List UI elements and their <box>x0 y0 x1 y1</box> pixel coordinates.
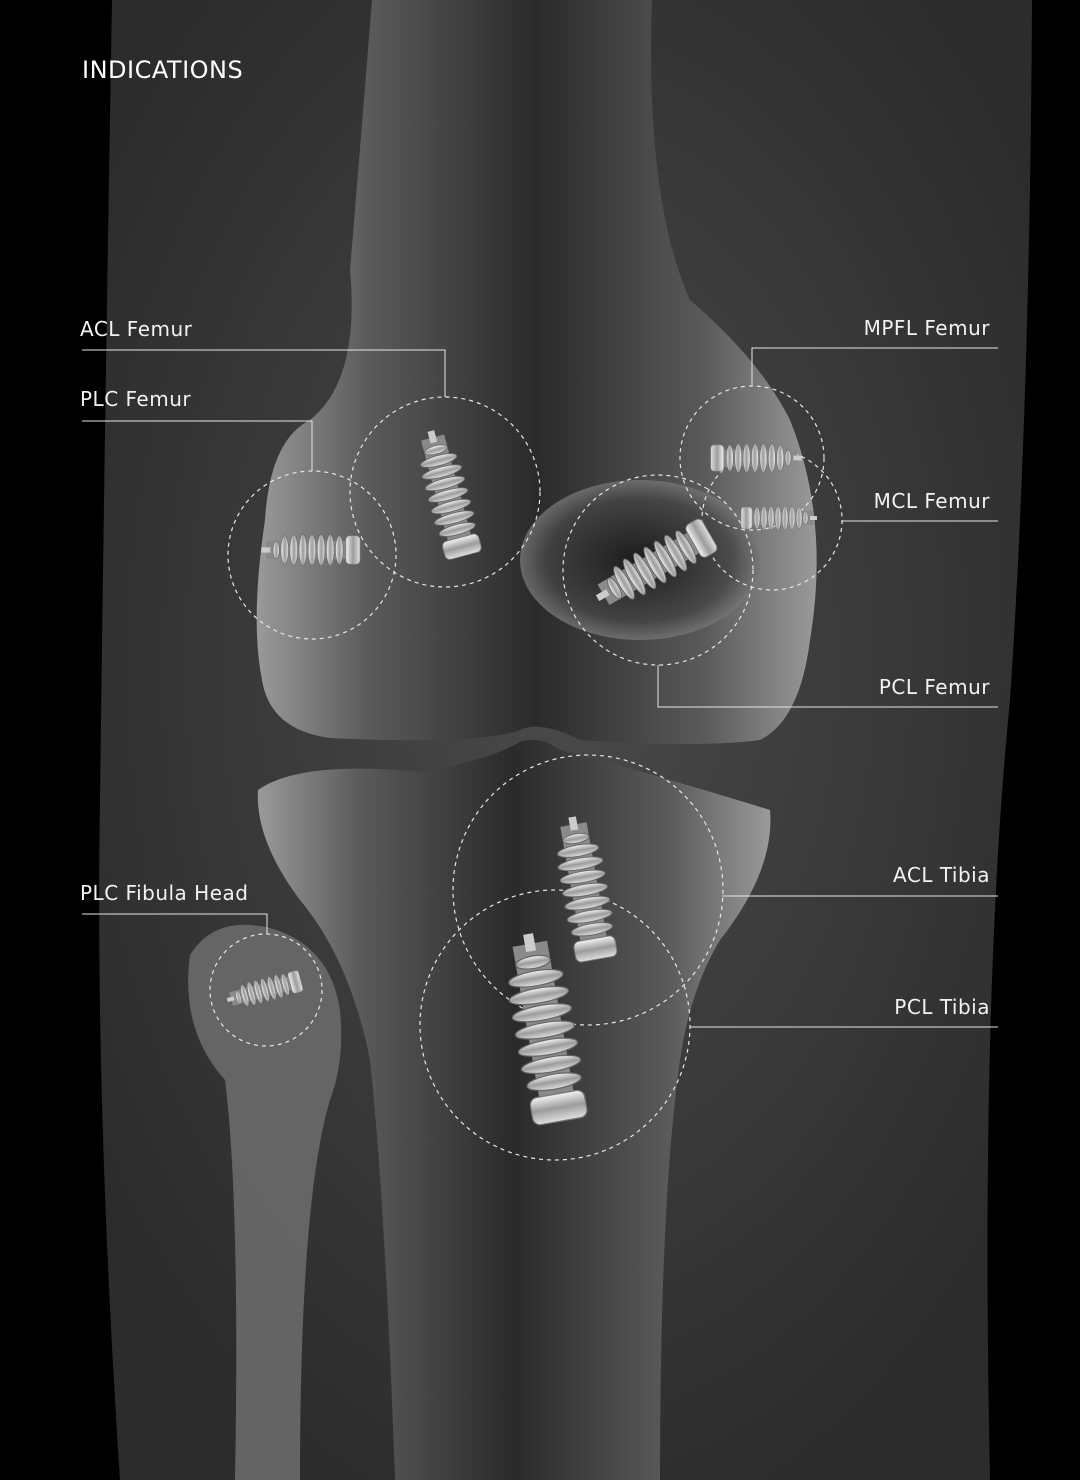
label-acl-femur: ACL Femur <box>80 317 193 341</box>
mpfl-femur-leader <box>751 347 998 386</box>
pcl-tibia-circle <box>419 889 691 1161</box>
label-mcl-femur: MCL Femur <box>873 489 990 513</box>
leg-soft-tissue <box>99 0 1032 1480</box>
plc-fibula-circle <box>209 933 323 1047</box>
label-plc-femur: PLC Femur <box>80 387 192 411</box>
label-acl-tibia: ACL Tibia <box>893 863 990 887</box>
acl-tibia-circle <box>452 754 724 1026</box>
fibula-bone <box>188 924 342 1480</box>
pcl-femur-leader <box>657 665 998 708</box>
label-mpfl-femur: MPFL Femur <box>863 316 990 340</box>
page-title: INDICATIONS <box>82 56 244 84</box>
pcl-femur-circle <box>562 474 754 666</box>
tibia-bone <box>257 739 771 1480</box>
label-pcl-femur: PCL Femur <box>878 675 990 699</box>
plc-femur-leader <box>82 420 313 471</box>
acl-femur-circle <box>349 396 541 588</box>
label-plc-fibula-head: PLC Fibula Head <box>80 881 249 905</box>
plc-fibula-leader <box>82 913 268 934</box>
label-pcl-tibia: PCL Tibia <box>894 995 990 1019</box>
acl-femur-leader <box>82 349 446 397</box>
